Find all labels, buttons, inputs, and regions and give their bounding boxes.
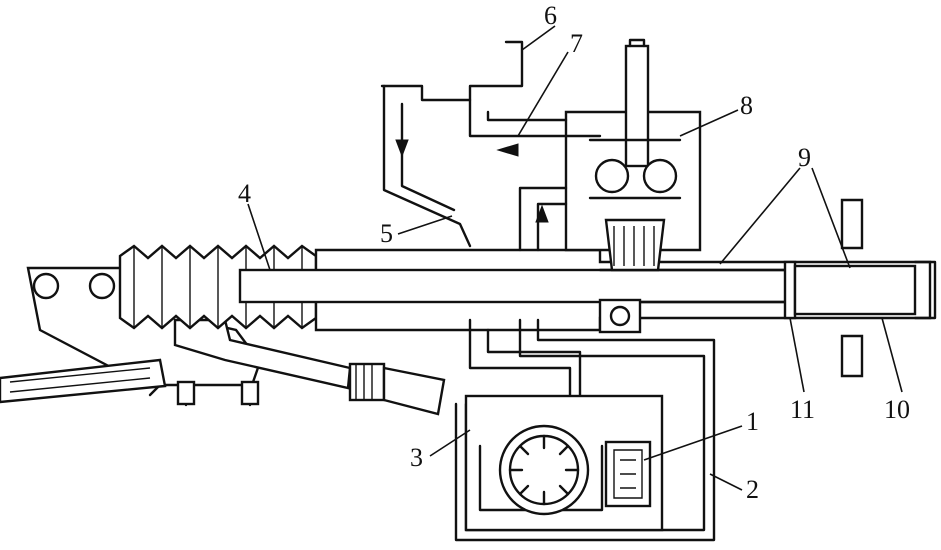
right-mount: [840, 198, 864, 378]
callout-5: 5: [380, 219, 393, 248]
rack-housing: [238, 248, 937, 332]
callout-1: 1: [746, 407, 759, 436]
callout-6: 6: [544, 1, 557, 30]
callout-8: 8: [740, 91, 753, 120]
callout-leaders: [247, 25, 903, 491]
callout-3: 3: [410, 443, 423, 472]
callout-11: 11: [790, 395, 815, 424]
tie-rod: [0, 318, 446, 416]
pump-assembly: [464, 394, 664, 532]
callout-9: 9: [798, 143, 811, 172]
valve-body: [564, 38, 702, 334]
callout-7: 7: [570, 29, 583, 58]
pump-lines: [454, 318, 716, 542]
callout-10: 10: [884, 395, 910, 424]
callout-2: 2: [746, 475, 759, 504]
callout-labels: 1 2 3 4 5 6 7 8 9 11 10: [238, 1, 910, 504]
callout-4: 4: [238, 179, 251, 208]
